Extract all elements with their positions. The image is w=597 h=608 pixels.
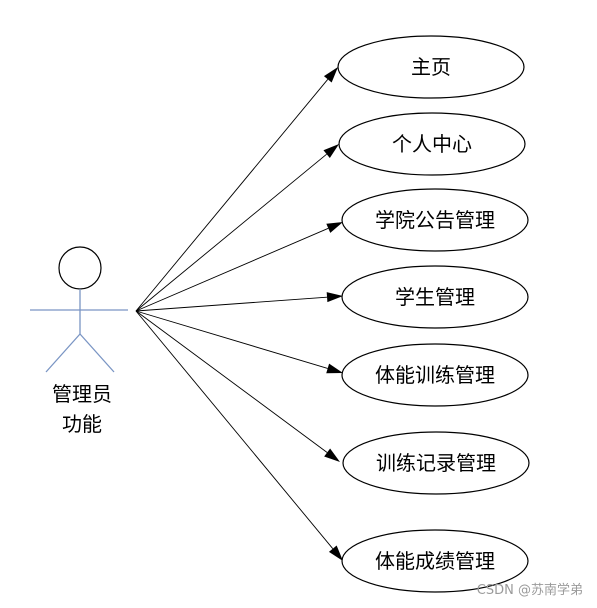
actor-label-line1: 管理员 <box>52 382 112 406</box>
use-case-ellipse <box>341 265 529 329</box>
use-case-label: 学生管理 <box>395 285 475 309</box>
actor-left-leg <box>45 333 81 373</box>
association-line-student <box>135 296 328 312</box>
actor-label-line2: 功能 <box>62 412 102 436</box>
association-line-training-record <box>135 310 328 453</box>
arrow-head-college-notice <box>326 222 343 233</box>
use-case-home[interactable]: 主页 <box>337 35 525 99</box>
use-case-label: 体能训练管理 <box>375 363 495 387</box>
use-case-label: 个人中心 <box>392 132 472 156</box>
arrow-head-student <box>326 292 343 303</box>
use-case-label: 主页 <box>411 55 451 79</box>
association-line-college-notice <box>135 227 329 312</box>
use-case-ellipse <box>342 431 530 495</box>
association-line-fitness-training <box>135 310 328 369</box>
use-case-training-record[interactable]: 训练记录管理 <box>342 431 530 495</box>
actor: 管理员 功能 <box>30 246 128 436</box>
use-case-ellipse <box>337 35 525 99</box>
use-case-college-notice[interactable]: 学院公告管理 <box>341 188 529 252</box>
association-line-home <box>135 79 329 312</box>
actor-head <box>58 246 102 290</box>
association-line-personal-center <box>135 153 327 312</box>
use-case-fitness-training[interactable]: 体能训练管理 <box>341 343 529 407</box>
use-case-ellipse <box>338 112 526 176</box>
use-case-fitness-score[interactable]: 体能成绩管理 <box>341 529 529 593</box>
associations <box>135 67 343 561</box>
use-case-ellipse <box>341 529 529 593</box>
use-case-label: 训练记录管理 <box>376 451 496 475</box>
arrow-head-training-record <box>324 448 340 462</box>
actor-right-leg <box>79 333 115 373</box>
arrow-head-fitness-score <box>328 545 343 561</box>
arrow-head-personal-center <box>323 144 339 159</box>
use-case-student[interactable]: 学生管理 <box>341 265 529 329</box>
association-line-fitness-score <box>135 310 334 549</box>
arrow-head-fitness-training <box>326 363 343 374</box>
use-case-ellipse <box>341 188 529 252</box>
use-case-personal-center[interactable]: 个人中心 <box>338 112 526 176</box>
watermark: CSDN @苏南学弟 <box>476 583 583 598</box>
use-case-ellipse <box>341 343 529 407</box>
use-case-label: 学院公告管理 <box>375 208 495 232</box>
use-case-label: 体能成绩管理 <box>375 549 495 573</box>
arrow-head-home <box>323 67 338 83</box>
